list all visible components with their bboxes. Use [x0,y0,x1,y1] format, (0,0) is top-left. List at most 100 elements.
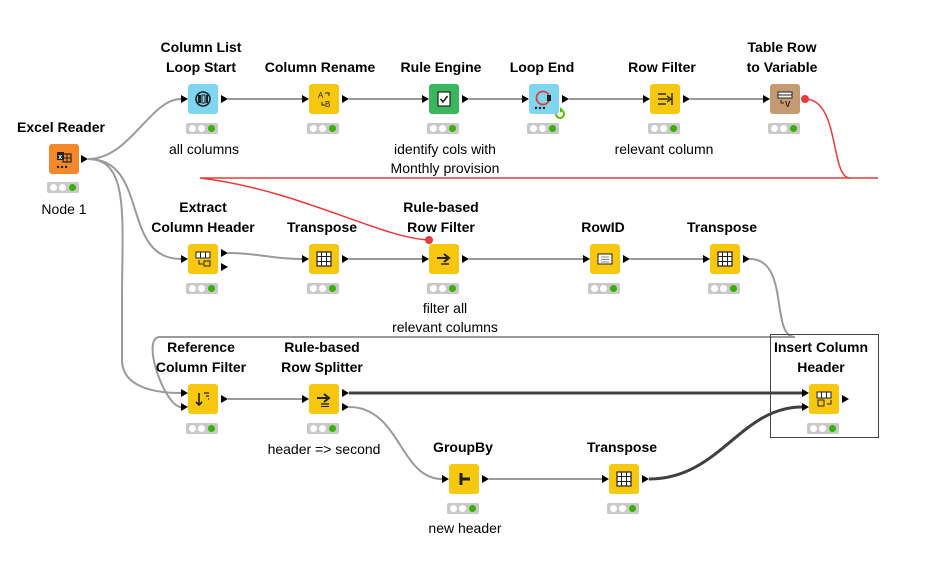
output-port[interactable] [462,95,469,103]
status-lights [186,123,218,134]
insert-header-icon[interactable] [809,384,839,414]
connection-excel-to-refilter[interactable] [87,158,182,394]
input-port-1[interactable] [802,389,809,397]
transpose-icon[interactable] [609,464,639,494]
input-port[interactable] [422,255,429,263]
excel-icon[interactable]: x [49,144,79,174]
input-port[interactable] [602,475,609,483]
node-title: Loop End [509,59,575,75]
connection-excel-to-loopstart[interactable] [87,98,182,160]
input-port[interactable] [422,95,429,103]
status-lights [588,283,620,294]
rule-engine-icon[interactable] [429,84,459,114]
loop-end-icon[interactable] [529,84,559,114]
node-title: Table Row to Variable [746,39,818,75]
transpose-icon[interactable] [309,244,339,274]
input-port-1[interactable] [181,389,188,397]
input-port[interactable] [302,95,309,103]
loop-start-icon[interactable] [188,84,218,114]
input-port[interactable] [302,255,309,263]
flow-variable-port[interactable] [801,95,809,103]
output-port[interactable] [482,475,489,483]
loop-arrow-icon [553,107,567,121]
status-lights [186,283,218,294]
node-title: Reference Column Filter [155,339,247,375]
input-port[interactable] [643,95,650,103]
status-lights [708,283,740,294]
output-port[interactable] [562,95,569,103]
node-description[interactable]: filter all relevant columns [392,300,498,335]
output-port[interactable] [743,255,750,263]
connection-transpose2-to-refilter[interactable] [151,258,796,408]
node-title: Column Rename [264,59,376,75]
node-title: Extract Column Header [151,199,255,235]
input-port[interactable] [763,95,770,103]
input-port[interactable] [302,395,309,403]
status-lights [648,123,680,134]
output-port[interactable] [842,395,849,403]
connection-excel-to-extract[interactable] [87,158,182,260]
node-title: Column List Loop Start [160,39,242,75]
connection-transpose3-to-insertheader[interactable] [648,405,803,481]
input-port[interactable] [442,475,449,483]
status-lights [427,123,459,134]
svg-text:x: x [58,154,62,161]
extract-header-icon[interactable] [188,244,218,274]
output-port[interactable] [342,255,349,263]
status-lights [307,123,339,134]
output-port-1[interactable] [342,389,349,397]
output-port[interactable] [683,95,690,103]
node-description[interactable]: Node 1 [41,201,87,217]
output-port[interactable] [221,95,228,103]
node-description[interactable]: relevant column [614,141,714,157]
input-port[interactable] [522,95,529,103]
node-title: Transpose [686,219,758,235]
row-filter-icon[interactable] [650,84,680,114]
node-title: Row Filter [628,59,696,75]
input-port[interactable] [583,255,590,263]
output-port[interactable] [623,255,630,263]
node-description[interactable]: identify cols with Monthly provision [390,141,500,176]
output-port[interactable] [81,155,88,163]
status-lights [807,423,839,434]
output-port-1[interactable] [221,249,228,257]
table-to-variable-icon[interactable]: V [770,84,800,114]
rule-filter-icon[interactable] [429,244,459,274]
input-port-2[interactable] [802,403,809,411]
node-description[interactable]: all columns [168,141,240,157]
status-lights [186,423,218,434]
connection-splitter-to-groupby[interactable] [348,406,443,480]
rowid-icon[interactable] [590,244,620,274]
input-port-2[interactable] [181,403,188,411]
input-port[interactable] [181,255,188,263]
input-port[interactable] [181,95,188,103]
output-port-2[interactable] [342,403,349,411]
node-title: Transpose [286,219,358,235]
transpose-icon[interactable] [710,244,740,274]
status-lights [427,283,459,294]
status-lights [47,182,79,193]
groupby-icon[interactable] [449,464,479,494]
annotation-box[interactable] [770,334,879,438]
status-lights [447,503,479,514]
connection-extract-to-transpose1[interactable] [227,252,303,260]
output-port-2[interactable] [221,263,228,271]
flow-variable-to-rulefilter[interactable] [199,177,850,241]
input-port[interactable] [703,255,710,263]
node-title: Rule-based Row Splitter [281,339,363,375]
flow-variable-input-port[interactable] [425,236,433,244]
flow-variable-line[interactable] [804,98,878,179]
node-description[interactable]: header => second [267,441,381,457]
row-splitter-icon[interactable] [309,384,339,414]
status-lights [527,123,559,134]
node-title: Insert Column Header [773,339,869,375]
node-description[interactable]: new header [428,520,502,536]
output-port[interactable] [462,255,469,263]
output-port[interactable] [642,475,649,483]
reference-filter-icon[interactable] [188,384,218,414]
output-port[interactable] [221,395,228,403]
node-title: Transpose [586,439,658,455]
output-port[interactable] [342,95,349,103]
